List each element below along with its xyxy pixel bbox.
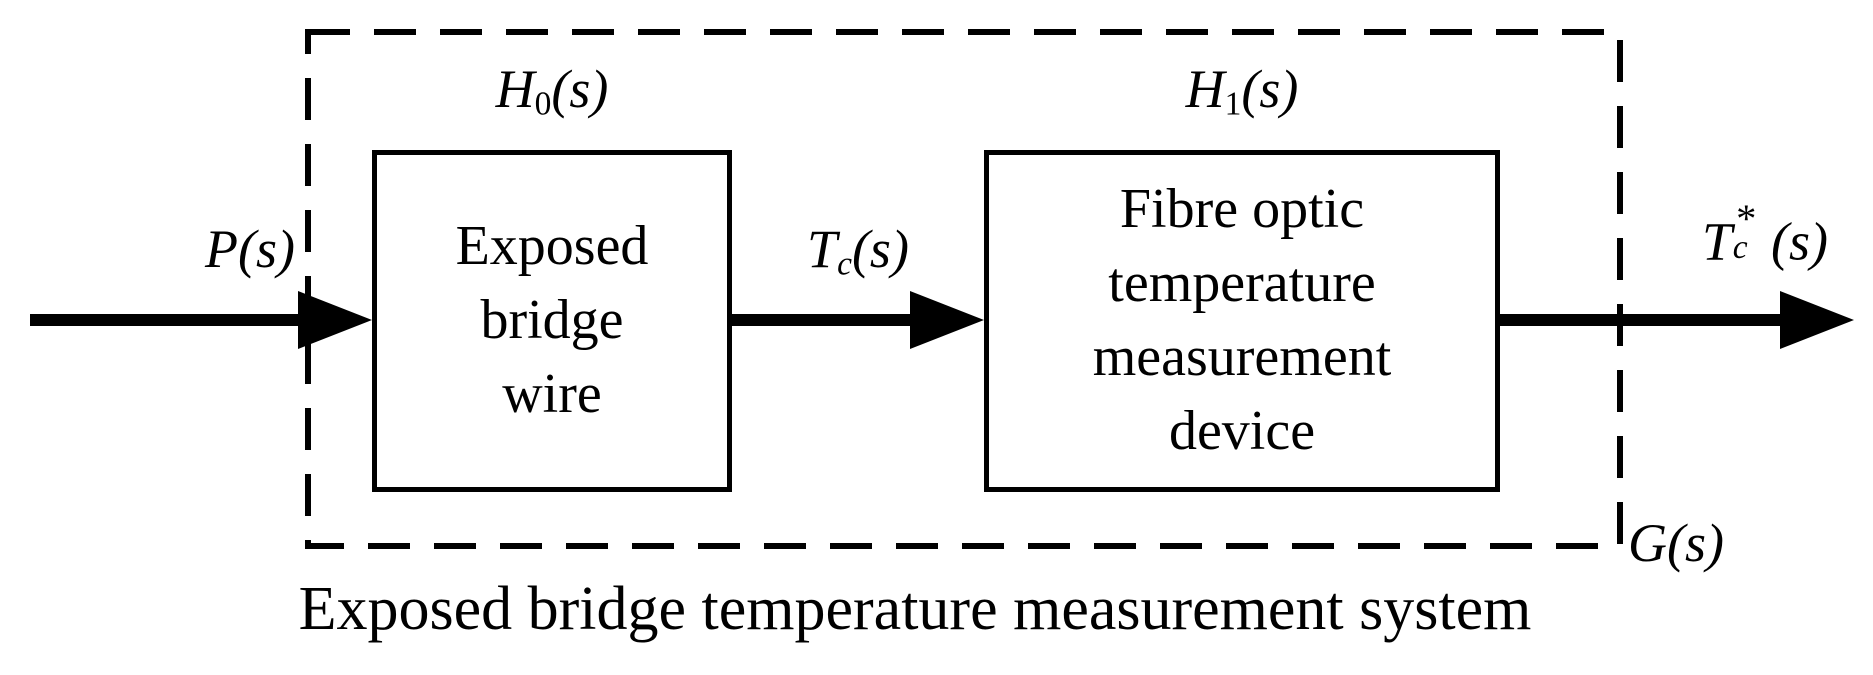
signal-args: (s) [1667,513,1724,573]
output-signal-label: T*c(s) [1650,196,1873,273]
signal-subscript: 0 [534,85,552,123]
output-arrow [1500,291,1854,349]
block-text-line: wire [502,362,602,425]
intermediate-arrowhead-icon [910,291,984,349]
block-text-line: measurement [1092,326,1392,388]
block-text-line: temperature [1108,252,1376,315]
input-signal-label: P(s) [180,218,320,280]
signal-args: (s) [238,219,295,279]
block1-transfer-function-label: H0(s) [372,58,732,123]
block-exposed-bridge-wire: Exposed bridge wire [372,150,732,492]
block-text-line: bridge [480,289,624,352]
signal-subsup-stack: *c [1732,196,1771,267]
signal-args: (s) [851,219,909,279]
diagram-caption: Exposed bridge temperature measurement s… [298,575,1532,643]
intermediate-signal-label: Tc(s) [732,218,984,283]
system-boundary-rect [305,29,1623,549]
signal-args: (s) [551,59,609,119]
signal-args: (s) [1241,59,1299,119]
signal-symbol: G [1628,513,1667,573]
intermediate-arrow [732,291,984,349]
system-transfer-function-label: G(s) [1628,512,1724,574]
signal-subscript: 1 [1224,85,1242,123]
block-text-line: device [1168,399,1316,462]
signal-subscript: c [1732,229,1748,267]
signal-symbol: H [495,59,535,119]
input-arrow [30,291,372,349]
signal-symbol: T [1702,211,1733,272]
output-arrow-shaft [1500,314,1788,326]
block-text-line: Fibre optic [1119,178,1365,241]
input-arrow-shaft [30,314,306,326]
signal-args: (s) [1770,211,1828,272]
intermediate-arrow-shaft [732,314,918,326]
signal-superscript: * [1736,195,1757,241]
block-text-line: Exposed [455,215,649,278]
signal-symbol: H [1185,59,1225,119]
block2-transfer-function-label: H1(s) [984,58,1500,123]
signal-symbol: T [807,219,838,279]
output-arrowhead-icon [1780,291,1854,349]
input-arrowhead-icon [298,291,372,349]
block-fibre-optic-device: Fibre optic temperature measurement devi… [984,150,1500,492]
signal-subscript: c [837,245,852,283]
signal-symbol: P [205,219,238,279]
